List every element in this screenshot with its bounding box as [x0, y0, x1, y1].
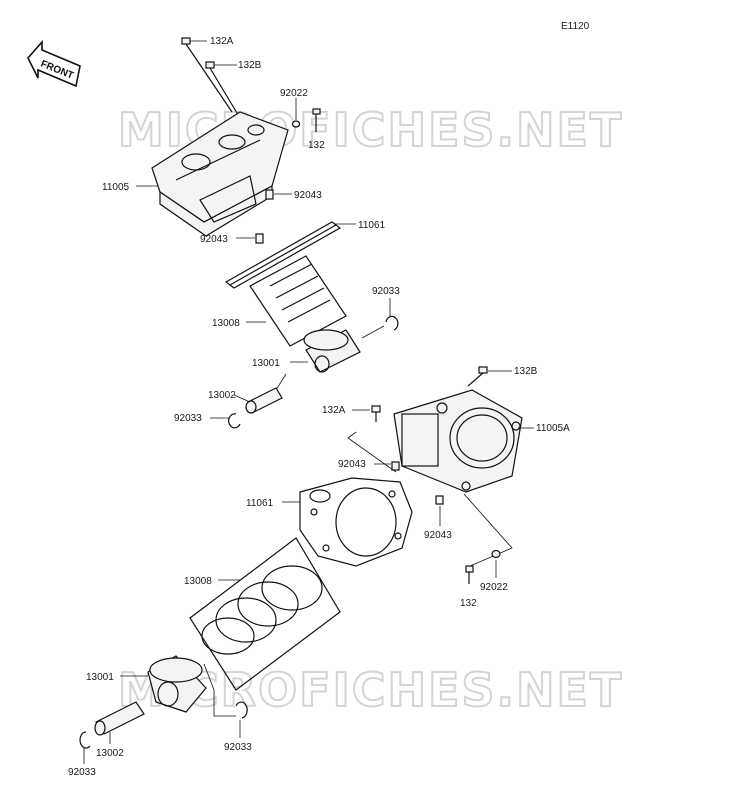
piston-rings-13008-top — [249, 255, 347, 347]
front-arrow-icon: FRONT — [27, 39, 81, 88]
circlip-92033-rear-2 — [79, 731, 91, 749]
piston-pin-13002-top — [245, 387, 283, 414]
diagram-code: E1120 — [561, 21, 590, 32]
circlip-92033-rear-1 — [235, 701, 248, 719]
dowel-92043-top-2 — [255, 233, 264, 244]
label-rear-clip-2: 92033 — [68, 767, 96, 778]
label-top-piston: 13001 — [252, 358, 280, 369]
label-rear-piston: 13001 — [86, 672, 114, 683]
washer-92022-rear — [491, 549, 501, 559]
label-top-dowel-1: 92043 — [294, 190, 322, 201]
label-top-bolt-a: 132A — [210, 36, 234, 47]
label-top-clip-2: 92033 — [174, 413, 202, 424]
circlip-92033-top-2 — [228, 413, 241, 429]
label-rear-gasket: 11061 — [246, 498, 274, 509]
label-top-clip-1: 92033 — [372, 286, 400, 297]
dowel-92043-top-1 — [265, 189, 274, 200]
gasket-11061-rear — [299, 477, 413, 567]
label-rear-clip-1: 92033 — [224, 742, 252, 753]
label-top-rings: 13008 — [212, 318, 240, 329]
bolt-132a-rear — [371, 405, 381, 422]
label-top-stud: 132 — [308, 140, 325, 151]
washer-92022-top — [291, 120, 301, 128]
dowel-92043-rear-1 — [391, 461, 400, 471]
label-top-bolt-b: 132B — [238, 60, 262, 71]
stud-132-top — [312, 108, 321, 132]
bolt-132b-rear — [467, 366, 488, 387]
label-top-washer: 92022 — [280, 88, 308, 99]
circlip-92033-top-1 — [385, 315, 399, 331]
label-rear-bolt-a: 132A — [322, 405, 346, 416]
label-rear-dowel-2: 92043 — [424, 530, 452, 541]
dowel-92043-rear-2 — [435, 495, 444, 505]
cylinder-11005a — [393, 389, 523, 493]
piston-pin-13002-rear — [94, 701, 145, 736]
bolt-132a-top — [181, 37, 233, 113]
label-rear-rings: 13008 — [184, 576, 212, 587]
label-rear-stud: 132 — [460, 598, 477, 609]
label-top-pin: 13002 — [208, 390, 236, 401]
label-rear-washer: 92022 — [480, 582, 508, 593]
gasket-11061-top — [224, 221, 342, 289]
label-rear-bolt-b: 132B — [514, 366, 538, 377]
label-top-gasket: 11061 — [358, 220, 386, 231]
label-rear-dowel-1: 92043 — [338, 459, 366, 470]
piston-13001-top — [303, 329, 361, 373]
cylinder-11005 — [151, 111, 289, 237]
piston-13001-rear — [147, 655, 207, 713]
label-top-cylinder: 11005 — [102, 182, 130, 193]
stud-132-rear — [465, 565, 474, 584]
label-top-dowel-2: 92043 — [200, 234, 228, 245]
piston-rings-13008-rear — [189, 537, 341, 691]
label-rear-pin: 13002 — [96, 748, 124, 759]
label-rear-cylinder: 11005A — [536, 423, 570, 434]
